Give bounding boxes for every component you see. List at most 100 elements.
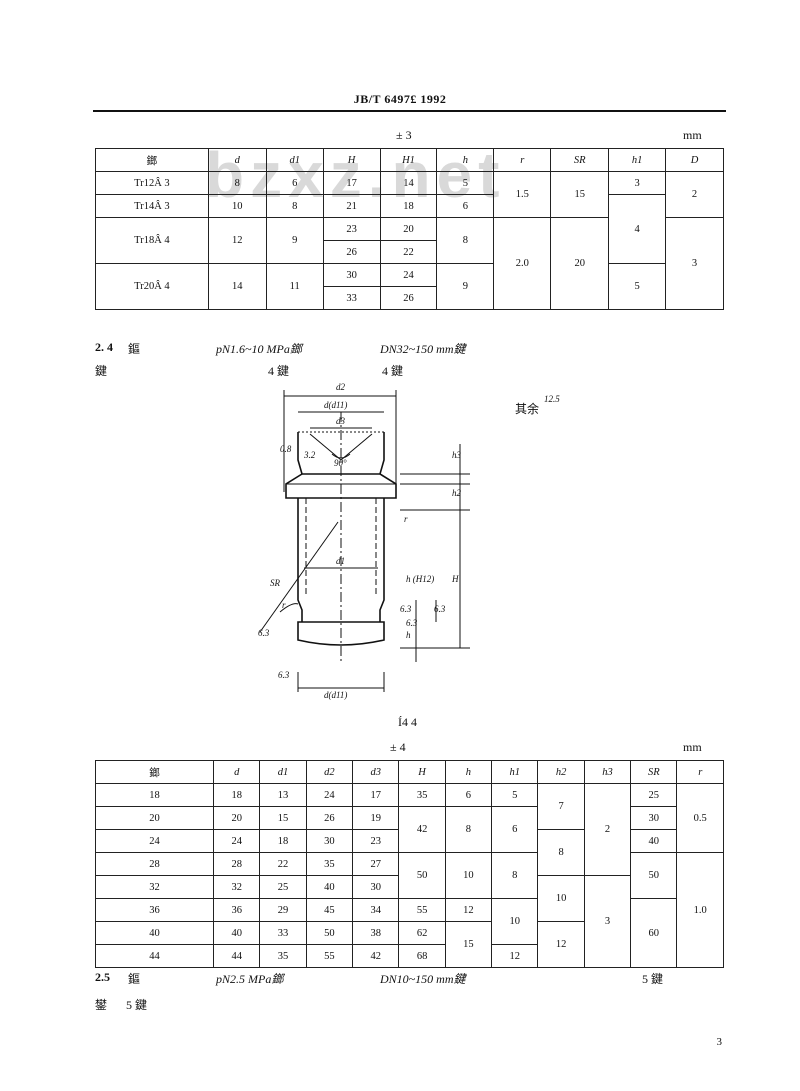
t3-cell: 14: [207, 263, 267, 310]
t3-cell: Tr14Â 3: [95, 194, 209, 218]
t4-cell: 30: [630, 806, 678, 830]
t4-cell: 6: [491, 806, 539, 853]
t4-cell: 17: [352, 783, 400, 807]
t3-cell: 21: [322, 194, 381, 218]
t4-cell: 26: [305, 806, 354, 830]
section-2-5-fig-ref: 5 鍵: [642, 972, 664, 986]
t3-cell: 4: [608, 194, 667, 264]
t4-cell: 36: [94, 898, 215, 922]
t3-head-d1: d1: [265, 148, 324, 172]
t4-head-d2: d2: [305, 760, 354, 784]
header-rule: [93, 110, 726, 112]
t4-cell: 23: [352, 829, 400, 853]
fig-label-angle: 90°: [334, 458, 347, 468]
t4-cell: 3: [583, 875, 632, 968]
t4-cell: 7: [537, 783, 585, 830]
t4-head-d: d: [213, 760, 261, 784]
t4-cell: 60: [630, 898, 678, 968]
t3-cell: 8: [265, 194, 324, 218]
t3-cell: 3: [608, 171, 667, 195]
t4-cell: 32: [94, 875, 215, 899]
t4-cell: 45: [305, 898, 354, 922]
t3-cell: Tr12Â 3: [95, 171, 209, 195]
t4-cell: 50: [305, 921, 354, 945]
t3-cell: 30: [322, 263, 381, 287]
t4-cell: 19: [352, 806, 400, 830]
section-2-4-line2: 鍵: [95, 364, 108, 378]
t3-cell: 8: [207, 171, 267, 195]
t3-head-h: h: [436, 148, 495, 172]
t4-cell: 25: [259, 875, 307, 899]
t4-cell: 50: [398, 852, 446, 899]
t3-cell: 12: [207, 217, 267, 264]
t4-cell: 44: [213, 944, 261, 968]
t4-cell: 0.5: [676, 783, 724, 853]
t4-head-r: r: [676, 760, 724, 784]
t4-head-d1: d1: [259, 760, 307, 784]
t3-head-d: d: [207, 148, 267, 172]
t4-cell: 27: [352, 852, 400, 876]
t4-cell: 12: [444, 898, 493, 922]
t4-cell: 22: [259, 852, 307, 876]
fig-label-SR: SR: [270, 578, 281, 588]
t4-cell: 40: [305, 875, 354, 899]
t4-cell: 10: [491, 898, 539, 945]
t4-cell: 1.0: [676, 852, 724, 968]
t3-cell: 11: [265, 263, 324, 310]
t3-cell: 2.0: [493, 217, 552, 310]
t4-cell: 8: [444, 806, 493, 853]
t3-cell: Tr18Â 4: [95, 217, 209, 264]
section-2-4-title: 鏂: [128, 342, 141, 356]
section-2-4-number: 2. 4: [95, 340, 113, 354]
t4-cell: 28: [94, 852, 215, 876]
t4-cell: 8: [537, 829, 585, 876]
t4-cell: 10: [444, 852, 493, 899]
t3-cell: 6: [436, 194, 495, 218]
t4-cell: 25: [630, 783, 678, 807]
section-2-4-dn: DN32~150 mm鍵: [380, 342, 466, 356]
t4-cell: 18: [213, 783, 261, 807]
t3-head-r: r: [493, 148, 552, 172]
t4-cell: 13: [259, 783, 307, 807]
t4-cell: 40: [213, 921, 261, 945]
fig-label-h-h12: h (H12): [406, 574, 434, 584]
fig-label-h3: h3: [452, 450, 462, 460]
t3-head-h1: h1: [608, 148, 667, 172]
t4-head-name: 鎯: [94, 760, 215, 784]
t4-cell: 28: [213, 852, 261, 876]
t4-cell: 35: [398, 783, 446, 807]
t3-cell: 26: [322, 240, 381, 264]
section-2-5-dn: DN10~150 mm鍵: [380, 972, 466, 986]
table-3: 鎯 d d1 H H1 h r SR h1 D Tr12Â 3 8 6 17 1…: [95, 148, 724, 310]
fig-label-d-d11-bottom: d(d11): [324, 690, 347, 700]
t3-cell: 33: [322, 286, 381, 310]
document-header: JB/T 6497£ 1992: [353, 92, 447, 106]
section-2-4-fig-ref: 4 鍵: [268, 364, 290, 378]
t4-cell: 44: [94, 944, 215, 968]
t3-head-H: H: [322, 148, 381, 172]
t3-cell: Tr20Â 4: [95, 263, 209, 310]
t4-head-H: H: [398, 760, 446, 784]
t4-cell: 62: [398, 921, 446, 945]
t3-cell: 3: [665, 217, 724, 310]
fig-label-roughness-63a: 6.3: [400, 604, 412, 614]
t3-cell: 20: [550, 217, 610, 310]
t3-head-SR: SR: [550, 148, 610, 172]
fig-label-d3: d3: [336, 416, 346, 426]
table4-caption: ± 4: [390, 740, 406, 754]
fig-label-d2: d2: [336, 382, 346, 392]
t4-cell: 29: [259, 898, 307, 922]
fig-label-roughness-08: 0.8: [280, 444, 292, 454]
t4-cell: 8: [491, 852, 539, 899]
figure-roughness-note: 其余: [515, 402, 540, 416]
t3-head-H1: H1: [379, 148, 438, 172]
t4-head-h3: h3: [583, 760, 632, 784]
fig-label-h: h: [406, 630, 411, 640]
table3-unit: mm: [683, 128, 702, 142]
t3-cell: 23: [322, 217, 381, 241]
section-2-5-line2: 鐢: [95, 998, 108, 1012]
t4-head-h2: h2: [537, 760, 585, 784]
section-2-5-title: 鏂: [128, 972, 141, 986]
t4-head-h: h: [444, 760, 493, 784]
t3-cell: 26: [379, 286, 438, 310]
